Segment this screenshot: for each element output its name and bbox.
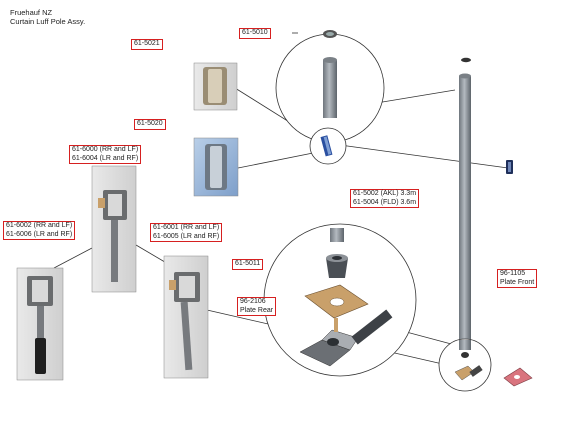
photo-61-5020	[193, 137, 239, 197]
main-pole	[459, 57, 471, 354]
company-name: Fruehauf NZ	[10, 8, 53, 17]
callout-61-6002: 61-6002 (RR and LF) 61-6006 (LR and RF)	[3, 221, 76, 240]
callout-61-6001-line1: 61-6001 (RR and LF)	[153, 224, 220, 231]
callout-61-6000: 61-6000 (RR and LF) 61-6004 (LR and RF)	[69, 145, 142, 164]
front-plate	[503, 367, 533, 387]
callout-61-6000-line1: 61-6000 (RR and LF)	[72, 146, 139, 153]
callout-61-5011-text: 61-5011	[235, 260, 261, 267]
callout-61-5021-text: 61-5021	[134, 40, 160, 47]
callout-61-5020-text: 61-5020	[137, 120, 163, 127]
assembly-name: Curtain Luff Pole Assy.	[10, 17, 86, 26]
bottom-detail-circle	[438, 338, 492, 392]
lower-detail-circle	[263, 223, 417, 377]
photo-61-5021	[193, 62, 238, 111]
callout-61-5002-line1: 61-5002 (AKL) 3.3m	[353, 190, 417, 197]
callout-96-1105-line2: Plate Front	[500, 278, 535, 286]
photo-61-6000	[91, 165, 137, 293]
pole-top-detail	[323, 60, 337, 118]
callout-61-5010-text: 61-5010	[242, 29, 268, 36]
callout-61-5020: 61-5020	[134, 119, 166, 130]
callout-61-5002-line2: 61-5004 (FLD) 3.6m	[353, 198, 417, 206]
bracket-circle	[309, 127, 347, 165]
top-detail-circle	[275, 30, 385, 143]
callout-61-5010: 61-5010	[239, 28, 271, 39]
callout-96-2106-line2: Plate Rear	[240, 306, 274, 314]
callout-96-2106: 96-2106 Plate Rear	[237, 297, 277, 316]
callout-61-5021: 61-5021	[131, 39, 163, 50]
callout-61-6000-line2: 61-6004 (LR and RF)	[72, 154, 139, 162]
leader-lines	[53, 32, 509, 366]
callout-61-5011: 61-5011	[232, 259, 264, 270]
callout-96-2106-line1: 96-2106	[240, 298, 266, 305]
photo-61-6001	[163, 255, 209, 379]
callout-61-6001: 61-6001 (RR and LF) 61-6005 (LR and RF)	[150, 223, 223, 242]
far-bracket	[506, 160, 513, 174]
photo-61-6002	[16, 267, 64, 381]
callout-61-5002: 61-5002 (AKL) 3.3m 61-5004 (FLD) 3.6m	[350, 189, 420, 208]
callout-61-6001-line2: 61-6005 (LR and RF)	[153, 232, 220, 240]
callout-96-1105-line1: 96-1105	[500, 270, 526, 277]
callout-61-6002-line1: 61-6002 (RR and LF)	[6, 222, 73, 229]
callout-96-1105: 96-1105 Plate Front	[497, 269, 538, 288]
callout-61-6002-line2: 61-6006 (LR and RF)	[6, 230, 73, 238]
drawing-title: Fruehauf NZ Curtain Luff Pole Assy.	[10, 8, 85, 26]
